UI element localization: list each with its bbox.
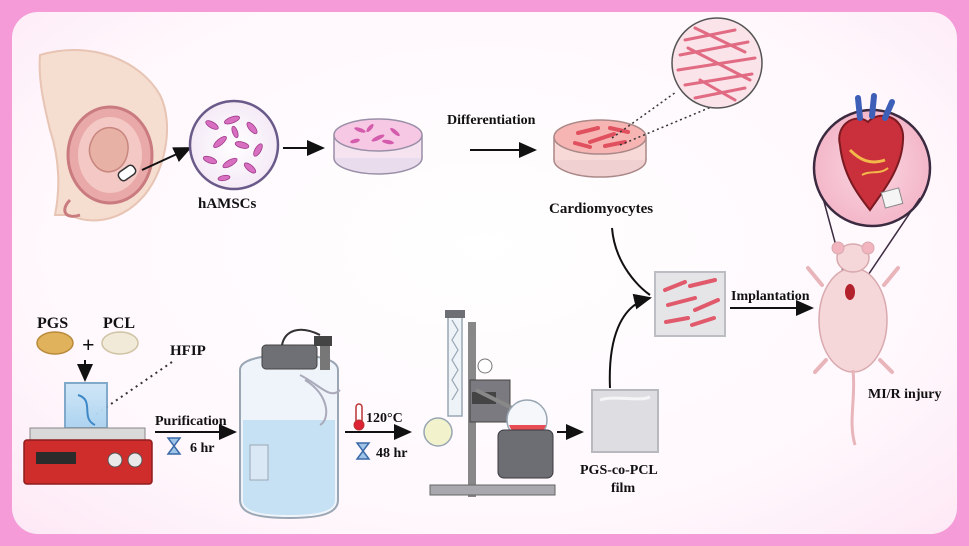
hamscs-label: hAMSCs bbox=[198, 196, 257, 212]
hamscs-cell-view bbox=[188, 99, 280, 191]
differentiation-label: Differentiation bbox=[447, 113, 536, 128]
film-label-line2: film bbox=[611, 481, 635, 496]
beaker-stirrer-icon bbox=[23, 382, 153, 485]
mouse-icon bbox=[806, 241, 900, 446]
film-sheet-icon bbox=[591, 389, 659, 453]
pgs-label: PGS bbox=[37, 315, 68, 332]
purification-label: Purification bbox=[155, 414, 227, 429]
hfip-label: HFIP bbox=[170, 343, 206, 359]
pcl-label: PCL bbox=[103, 315, 135, 332]
heart-icon bbox=[812, 93, 932, 291]
workflow-diagram: hAMSCs Differentiation bbox=[23, 17, 942, 520]
film-label-line1: PGS-co-PCL bbox=[580, 463, 658, 478]
petri-dish-icon bbox=[333, 118, 423, 175]
implantation-label: Implantation bbox=[731, 289, 810, 304]
cardiomyocyte-dish-icon bbox=[553, 119, 647, 178]
pregnant-uterus-icon bbox=[38, 48, 168, 222]
thermometer-icon bbox=[353, 403, 365, 431]
diagram-frame: hAMSCs Differentiation bbox=[12, 12, 957, 534]
hourglass-icon bbox=[355, 442, 371, 460]
temperature-label: 120°C bbox=[366, 411, 403, 426]
cardiomyocyte-sample-icon bbox=[611, 17, 763, 146]
pgs-powder-icon bbox=[36, 331, 74, 355]
hourglass-icon bbox=[166, 437, 182, 455]
time-6hr-label: 6 hr bbox=[190, 441, 215, 456]
cell-patch-icon bbox=[654, 271, 726, 337]
rotary-evaporator-icon bbox=[423, 310, 556, 497]
pcl-powder-icon bbox=[101, 331, 139, 355]
time-48hr-label: 48 hr bbox=[376, 446, 408, 461]
cardiomyocytes-label: Cardiomyocytes bbox=[549, 201, 653, 217]
purifier-flask-icon bbox=[239, 328, 341, 520]
mi-r-injury-label: MI/R injury bbox=[868, 387, 942, 402]
plus-label: + bbox=[82, 332, 95, 357]
